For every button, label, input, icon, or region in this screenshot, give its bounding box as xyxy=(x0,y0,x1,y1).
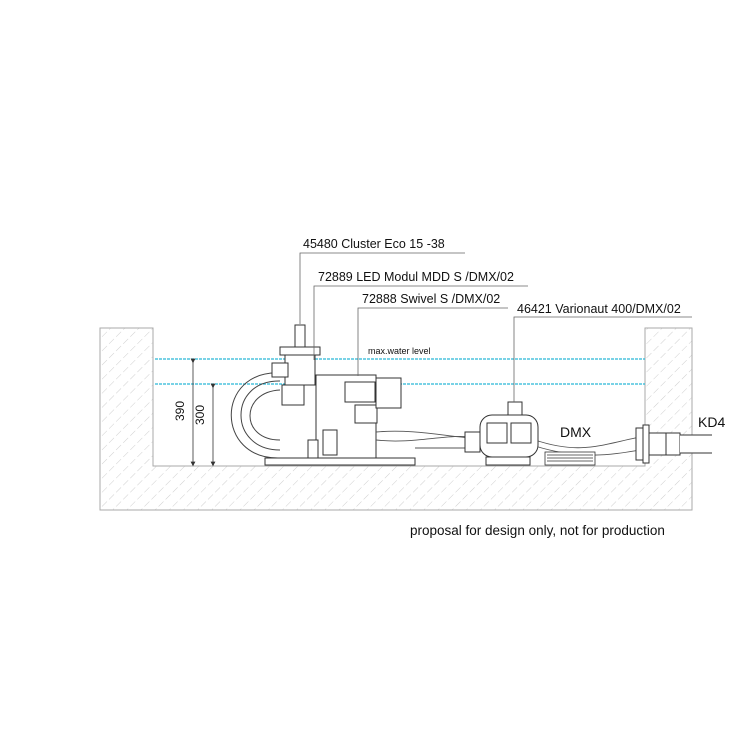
label-cluster-eco: 45480 Cluster Eco 15 -38 xyxy=(303,237,445,251)
led-module-box xyxy=(264,374,416,466)
label-dmx: DMX xyxy=(560,424,592,440)
label-max-water-level: max.water level xyxy=(368,346,431,356)
dimension-300-label: 300 xyxy=(193,404,208,426)
label-varionaut: 46421 Varionaut 400/DMX/02 xyxy=(517,302,681,316)
dmx-splitter xyxy=(544,451,596,466)
label-led-module: 72889 LED Modul MDD S /DMX/02 xyxy=(318,270,514,284)
hose-loop xyxy=(230,372,281,459)
cluster-eco-unit xyxy=(271,324,321,406)
varionaut-unit xyxy=(464,401,539,466)
pool-wall-left xyxy=(99,327,693,511)
dimension-390-label: 390 xyxy=(173,400,188,422)
disclaimer-note: proposal for design only, not for produc… xyxy=(410,523,665,538)
wall-feedthrough xyxy=(635,424,712,464)
label-kd4: KD4 xyxy=(698,414,726,430)
label-swivel: 72888 Swivel S /DMX/02 xyxy=(362,292,501,306)
leader-lines xyxy=(299,252,692,402)
